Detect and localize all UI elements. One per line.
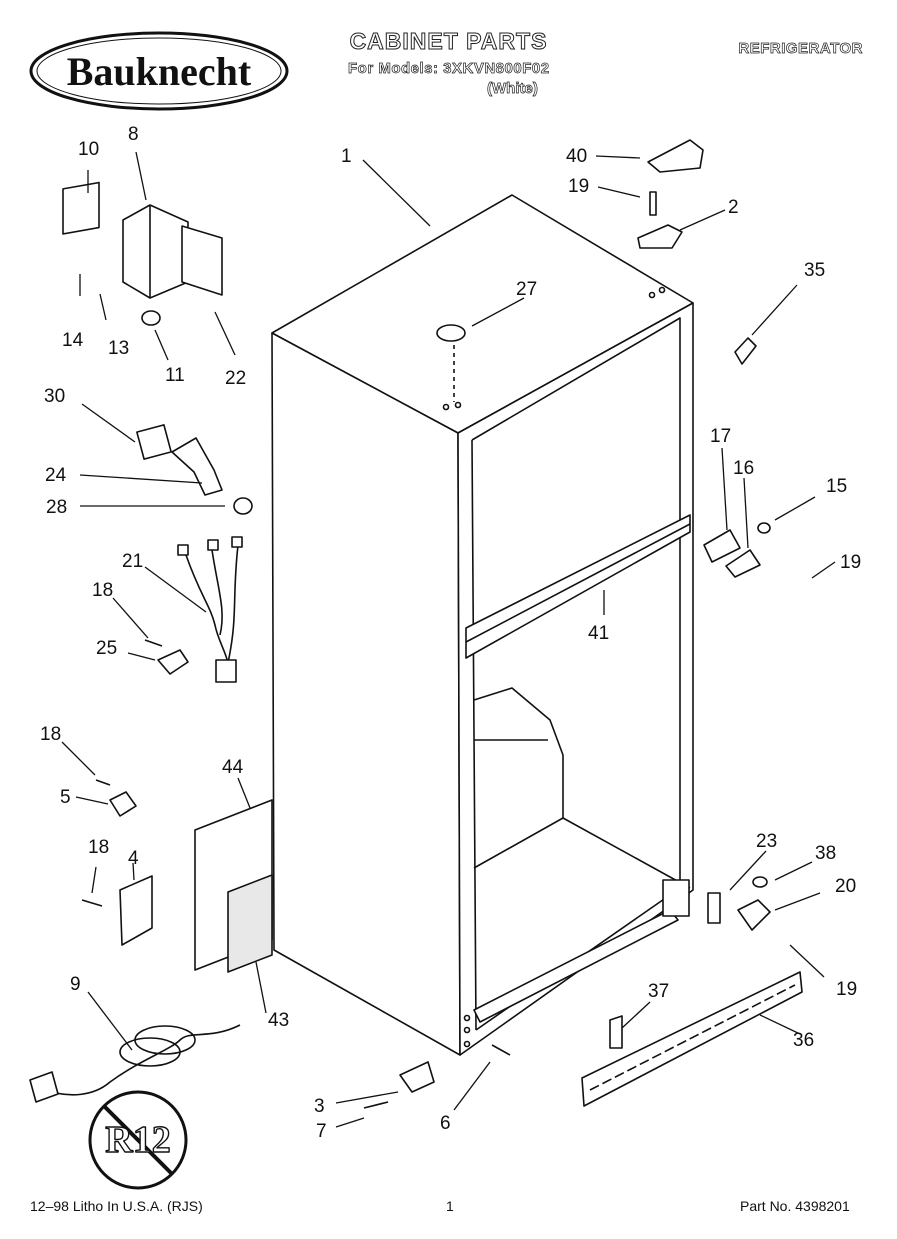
callout-numbers: 1 2 3 4 5 6 7 8 9 10 11 13 14 15 16 17 1… bbox=[40, 124, 861, 1142]
callout-1: 1 bbox=[341, 146, 352, 167]
svg-text:R12: R12 bbox=[105, 1119, 170, 1161]
callout-27: 27 bbox=[516, 279, 537, 300]
callout-8: 8 bbox=[128, 124, 139, 145]
color-line: (White) bbox=[487, 80, 539, 98]
callout-7: 7 bbox=[316, 1121, 327, 1142]
callout-4: 4 bbox=[128, 848, 139, 869]
footer-part-number: Part No. 4398201 bbox=[740, 1198, 850, 1214]
callout-20: 20 bbox=[835, 876, 856, 897]
callout-19-c: 19 bbox=[836, 979, 857, 1000]
callout-36: 36 bbox=[793, 1030, 814, 1051]
hinge-cover bbox=[647, 139, 704, 173]
callout-17: 17 bbox=[710, 426, 731, 447]
callout-2: 2 bbox=[728, 197, 739, 218]
callout-11: 11 bbox=[165, 365, 185, 386]
bauknecht-logo: Bauknecht bbox=[29, 31, 289, 111]
callout-9: 9 bbox=[70, 974, 81, 995]
callout-3: 3 bbox=[314, 1096, 325, 1117]
callout-16: 16 bbox=[733, 458, 754, 479]
callout-41: 41 bbox=[588, 623, 609, 644]
refrigerator-cabinet bbox=[271, 194, 694, 1056]
product-name: REFRIGERATOR bbox=[738, 40, 863, 58]
callout-6: 6 bbox=[440, 1113, 451, 1134]
callout-24: 24 bbox=[45, 465, 67, 486]
callout-38: 38 bbox=[815, 843, 836, 864]
callout-23: 23 bbox=[756, 831, 777, 852]
callout-35: 35 bbox=[804, 260, 825, 281]
callout-40: 40 bbox=[566, 146, 587, 167]
callout-21: 21 bbox=[122, 551, 143, 572]
callout-10: 10 bbox=[78, 139, 99, 160]
callout-15: 15 bbox=[826, 476, 847, 497]
callout-18-b: 18 bbox=[40, 724, 61, 745]
page-title: CABINET PARTS bbox=[349, 28, 548, 55]
footer-litho: 12–98 Litho In U.S.A. (RJS) bbox=[30, 1198, 203, 1214]
callout-18-a: 18 bbox=[92, 580, 113, 601]
callout-14: 14 bbox=[62, 330, 84, 351]
callout-18-c: 18 bbox=[88, 837, 109, 858]
callout-19-a: 19 bbox=[568, 176, 589, 197]
callout-13: 13 bbox=[108, 338, 129, 359]
callout-44: 44 bbox=[222, 757, 244, 778]
toe-grille bbox=[581, 971, 803, 1107]
callout-19-b: 19 bbox=[840, 552, 861, 573]
top-hinge bbox=[637, 224, 683, 249]
callout-5: 5 bbox=[60, 787, 71, 808]
brand-name: Bauknecht bbox=[67, 49, 252, 94]
callout-37: 37 bbox=[648, 981, 669, 1002]
no-r12-symbol: R12 bbox=[88, 1090, 188, 1190]
callout-30: 30 bbox=[44, 386, 65, 407]
models-line: For Models: 3XKVN800F02 bbox=[348, 60, 550, 78]
control-housing bbox=[122, 204, 189, 299]
footer-page-number: 1 bbox=[446, 1198, 454, 1214]
callout-43: 43 bbox=[268, 1010, 289, 1031]
callout-25: 25 bbox=[96, 638, 117, 659]
callout-22: 22 bbox=[225, 368, 246, 389]
callout-28: 28 bbox=[46, 497, 67, 518]
